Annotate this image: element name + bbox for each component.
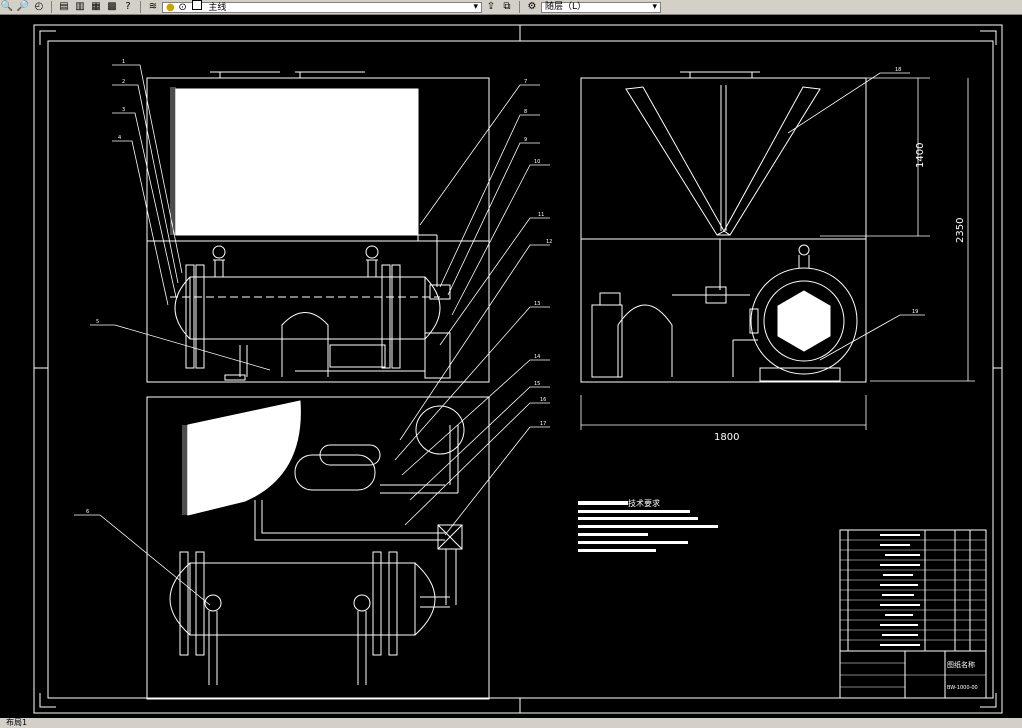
properties-icon[interactable]: ▤: [59, 1, 69, 12]
callout-label: 19: [912, 309, 918, 315]
front-view: [146, 71, 490, 383]
callout-label: 8: [524, 109, 527, 115]
drawing-name: 图纸名称: [947, 660, 975, 669]
outer-border: [33, 24, 1003, 714]
callout-label: 5: [96, 319, 99, 325]
chevron-down-icon[interactable]: ▾: [652, 1, 657, 12]
cad-drawing: 技术要求 1800 1400 2350 图纸名称 BW-1000-00 1 2 …: [33, 24, 1003, 714]
toolbar-separator: [140, 1, 141, 13]
callout-label: 6: [86, 509, 89, 515]
tech-requirements: [578, 501, 718, 552]
leader-lines: [74, 64, 925, 606]
toolbar-separator: [519, 1, 520, 13]
callout-label: 10: [534, 159, 540, 165]
layer-previous-icon[interactable]: ⧉: [503, 1, 511, 12]
color-picker-icon[interactable]: ⚙: [527, 1, 537, 12]
title-block[interactable]: [839, 529, 987, 699]
dimension-height-total: 2350: [955, 218, 966, 243]
callout-label: 7: [524, 79, 527, 85]
layout-tab[interactable]: 布局1: [6, 718, 28, 727]
chevron-down-icon[interactable]: ▾: [473, 1, 478, 12]
layer-dropdown[interactable]: ● ⊙ 主线 ▾: [162, 0, 482, 13]
callout-label: 1: [122, 59, 125, 65]
callout-label: 3: [122, 107, 125, 113]
side-view: [580, 71, 867, 383]
toolbar-separator: [51, 1, 52, 13]
callout-label: 18: [895, 67, 901, 73]
toolbar: 🔍 🔎 ◴ ▤ ▥ ▦ ▩ ? ≋ ● ⊙ 主线 ▾ ⇪ ⧉ ⚙ 随层（L） ▾: [0, 0, 1022, 15]
layer-color-swatch: [192, 0, 203, 10]
callout-label: 4: [118, 135, 121, 141]
callout-label: 17: [540, 421, 546, 427]
drawing-canvas[interactable]: 技术要求 1800 1400 2350 图纸名称 BW-1000-00 1 2 …: [0, 15, 1022, 718]
dimension-width: 1800: [714, 432, 739, 443]
tool-palette-icon[interactable]: ▦: [91, 1, 101, 12]
callout-label: 2: [122, 79, 125, 85]
layer-manager-icon[interactable]: ≋: [148, 1, 158, 12]
callout-label: 11: [538, 212, 544, 218]
zoom-window-icon[interactable]: 🔎: [16, 1, 30, 12]
callout-label: 13: [534, 301, 540, 307]
callout-label: 9: [524, 137, 527, 143]
callout-labels: 1 2 3 4 5 6 7 8 9 10 11 12 13 14 15 16 1…: [86, 59, 918, 515]
zoom-previous-icon[interactable]: ◴: [34, 1, 44, 12]
bulb-icon: ●: [166, 2, 175, 13]
callout-label: 16: [540, 397, 546, 403]
make-current-icon[interactable]: ⇪: [486, 1, 496, 12]
lock-icon: ⊙: [178, 2, 187, 13]
dimension-height-upper: 1400: [915, 143, 926, 168]
design-center-icon[interactable]: ▥: [75, 1, 85, 12]
plan-view: [146, 396, 490, 700]
layout-tab-bar: 布局1: [0, 718, 1022, 728]
layer-value: 主线: [208, 3, 227, 13]
tech-requirements-title: 技术要求: [628, 498, 660, 508]
title-block-entries: [880, 534, 920, 646]
color-dropdown[interactable]: 随层（L） ▾: [541, 1, 661, 13]
callout-label: 14: [534, 354, 540, 360]
help-icon[interactable]: ?: [125, 1, 131, 12]
dimension-lines: [580, 77, 975, 430]
callout-label: 12: [546, 239, 552, 245]
calculator-icon[interactable]: ▩: [107, 1, 117, 12]
drawing-code: BW-1000-00: [947, 685, 978, 691]
zoom-realtime-icon[interactable]: 🔍: [0, 1, 14, 12]
color-value: 随层（L）: [545, 1, 587, 12]
callout-label: 15: [534, 381, 540, 387]
